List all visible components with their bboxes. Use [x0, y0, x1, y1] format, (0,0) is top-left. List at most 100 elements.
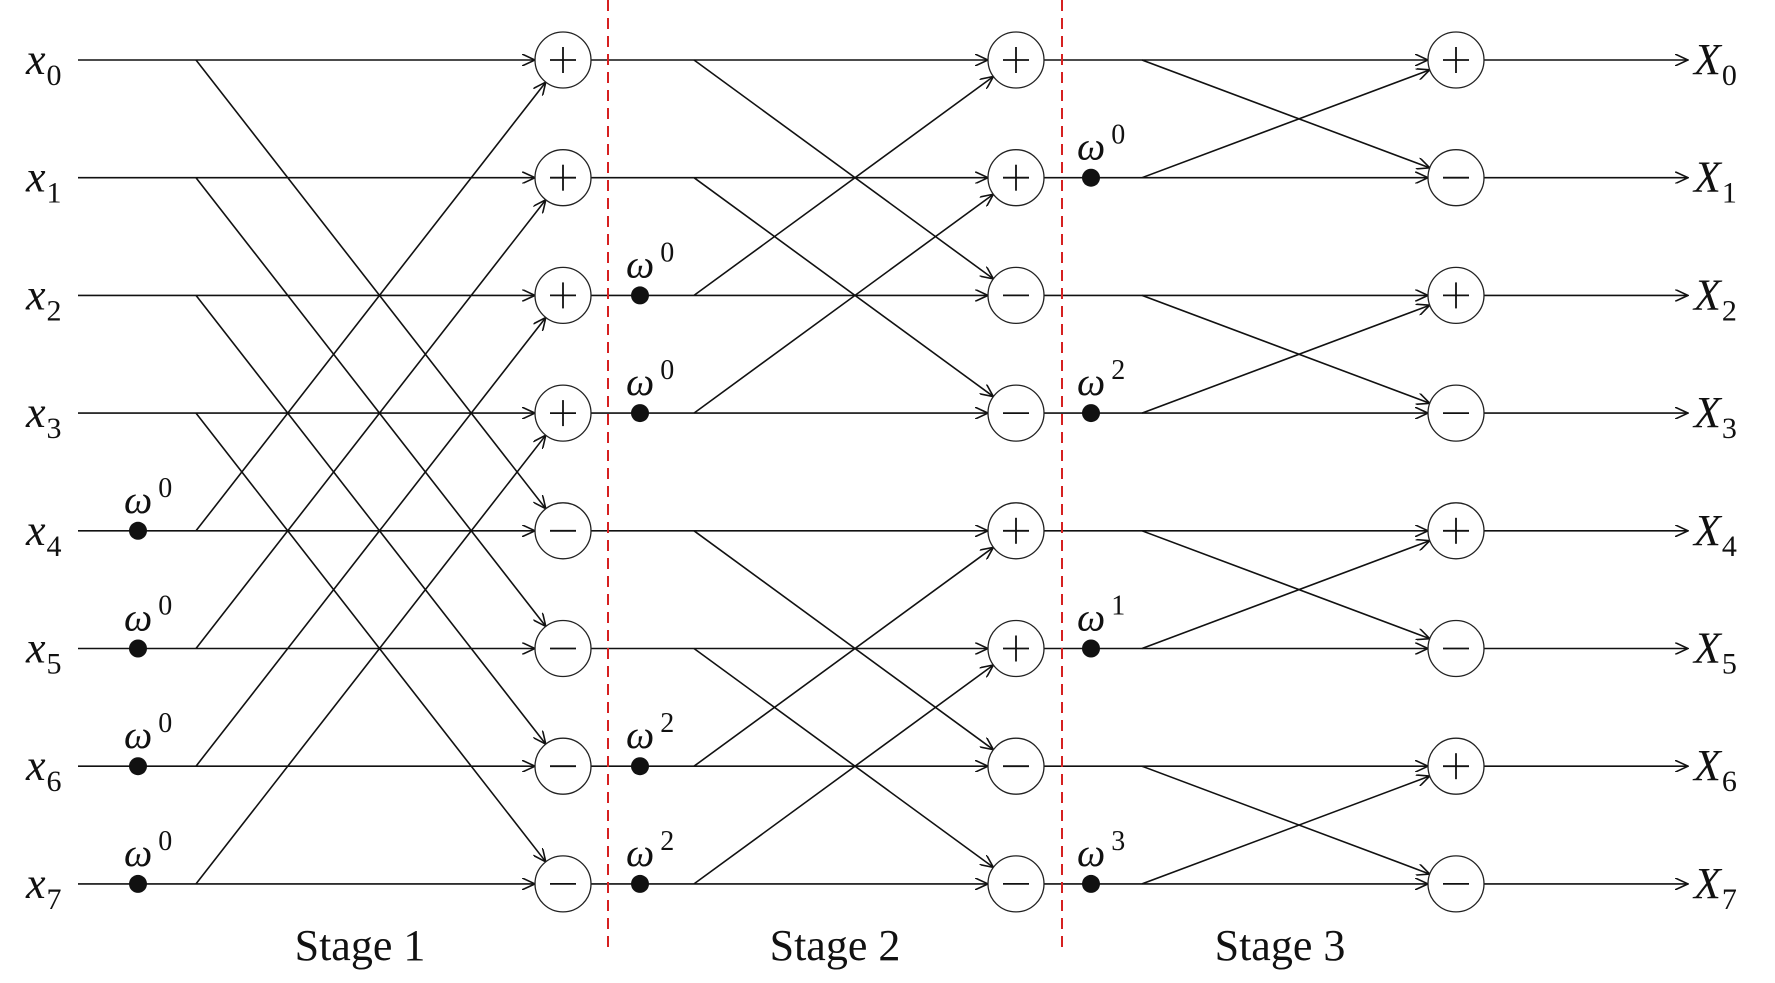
output-label: X3	[1692, 388, 1737, 445]
input-label-base: x	[25, 270, 46, 319]
output-label-subscript: 1	[1722, 177, 1737, 210]
adder-node	[534, 149, 592, 207]
twiddle-power: 0	[660, 355, 674, 386]
subtractor-node	[534, 502, 592, 560]
output-label-base: X	[1692, 35, 1723, 84]
twiddle-symbol: ω	[124, 477, 152, 522]
adder-node	[987, 149, 1045, 207]
stage1-cross-wire-7-to-3	[195, 435, 546, 885]
input-label: x6	[25, 741, 62, 798]
twiddle-power: 0	[158, 591, 172, 622]
stage-label: Stage 3	[1215, 921, 1346, 970]
stage3-cross-wire-4-to-5	[1141, 530, 1430, 639]
subtractor-node	[987, 266, 1045, 325]
subtractor-node	[987, 384, 1045, 442]
input-label-base: x	[25, 388, 46, 437]
input-label-subscript: 7	[47, 883, 62, 916]
output-label-subscript: 2	[1722, 294, 1737, 327]
stage3-cross-wire-6-to-7	[1141, 765, 1430, 874]
twiddle-power: 0	[660, 237, 674, 268]
twiddle-symbol: ω	[1077, 359, 1105, 404]
stage1-cross-wire-6-to-2	[195, 317, 546, 767]
subtractor-node	[534, 619, 592, 678]
output-label: X7	[1692, 859, 1737, 916]
input-label: x1	[25, 153, 62, 210]
twiddle-symbol: ω	[1077, 595, 1105, 640]
adder-node	[987, 619, 1045, 678]
twiddle-dot	[129, 639, 147, 658]
twiddle-power: 0	[1111, 120, 1125, 151]
twiddle-dot	[1082, 404, 1100, 423]
stage2-cross-wire-7-to-5	[693, 665, 993, 885]
twiddle-dot	[129, 874, 147, 893]
output-label: X0	[1692, 35, 1737, 92]
input-label-subscript: 2	[47, 294, 62, 327]
input-label-subscript: 6	[47, 765, 62, 798]
adder-node	[1427, 31, 1485, 89]
input-label: x5	[25, 624, 62, 681]
twiddle-layer	[129, 168, 1100, 893]
twiddle-power: 1	[1111, 591, 1125, 622]
adder-node	[987, 502, 1045, 560]
stage2-cross-wire-0-to-2	[693, 59, 993, 279]
stage2-cross-wire-3-to-1	[693, 194, 993, 414]
stage1-cross-wire-4-to-0	[195, 82, 546, 532]
twiddle-dot	[631, 286, 649, 305]
nodes-layer	[534, 31, 1485, 913]
adder-node	[534, 266, 592, 325]
input-label-subscript: 4	[47, 530, 62, 563]
subtractor-node	[1427, 619, 1485, 678]
output-label-subscript: 4	[1722, 530, 1737, 563]
twiddle-dot	[1082, 168, 1100, 187]
output-label-base: X	[1692, 859, 1723, 908]
stage3-cross-wire-7-to-6	[1141, 776, 1430, 885]
output-label: X1	[1692, 153, 1737, 210]
twiddle-power: 0	[158, 473, 172, 504]
stage3-cross-wire-0-to-1	[1141, 59, 1430, 168]
input-label-subscript: 3	[47, 412, 62, 445]
output-label-base: X	[1692, 388, 1723, 437]
subtractor-node	[1427, 855, 1485, 913]
adder-node	[534, 31, 592, 89]
twiddle-symbol: ω	[124, 712, 152, 757]
twiddle-symbol: ω	[626, 830, 654, 875]
input-label-base: x	[25, 859, 46, 908]
twiddle-symbol: ω	[626, 359, 654, 404]
stage2-cross-wire-2-to-0	[693, 77, 993, 297]
output-label: X4	[1692, 506, 1737, 563]
output-label-subscript: 5	[1722, 648, 1737, 681]
stage2-cross-wire-6-to-4	[693, 547, 993, 767]
input-label: x2	[25, 270, 62, 327]
twiddle-symbol: ω	[626, 241, 654, 286]
twiddle-dot	[1082, 639, 1100, 658]
input-label-base: x	[25, 153, 46, 202]
subtractor-node	[534, 737, 592, 795]
adder-node	[987, 31, 1045, 89]
twiddle-power: 2	[1111, 355, 1125, 386]
stage3-cross-wire-2-to-3	[1141, 294, 1430, 403]
output-label-base: X	[1692, 153, 1723, 202]
twiddle-dot	[631, 757, 649, 776]
subtractor-node	[534, 855, 592, 913]
output-label-subscript: 6	[1722, 765, 1737, 798]
output-label: X5	[1692, 624, 1737, 681]
output-label-base: X	[1692, 506, 1723, 555]
input-label-base: x	[25, 741, 46, 790]
input-label: x4	[25, 506, 62, 563]
adder-node	[534, 384, 592, 442]
output-label: X6	[1692, 741, 1737, 798]
stage1-cross-wire-3-to-7	[195, 412, 546, 862]
output-label-subscript: 0	[1722, 59, 1737, 92]
stage1-cross-wire-5-to-1	[195, 200, 546, 649]
input-label-subscript: 0	[47, 59, 62, 92]
